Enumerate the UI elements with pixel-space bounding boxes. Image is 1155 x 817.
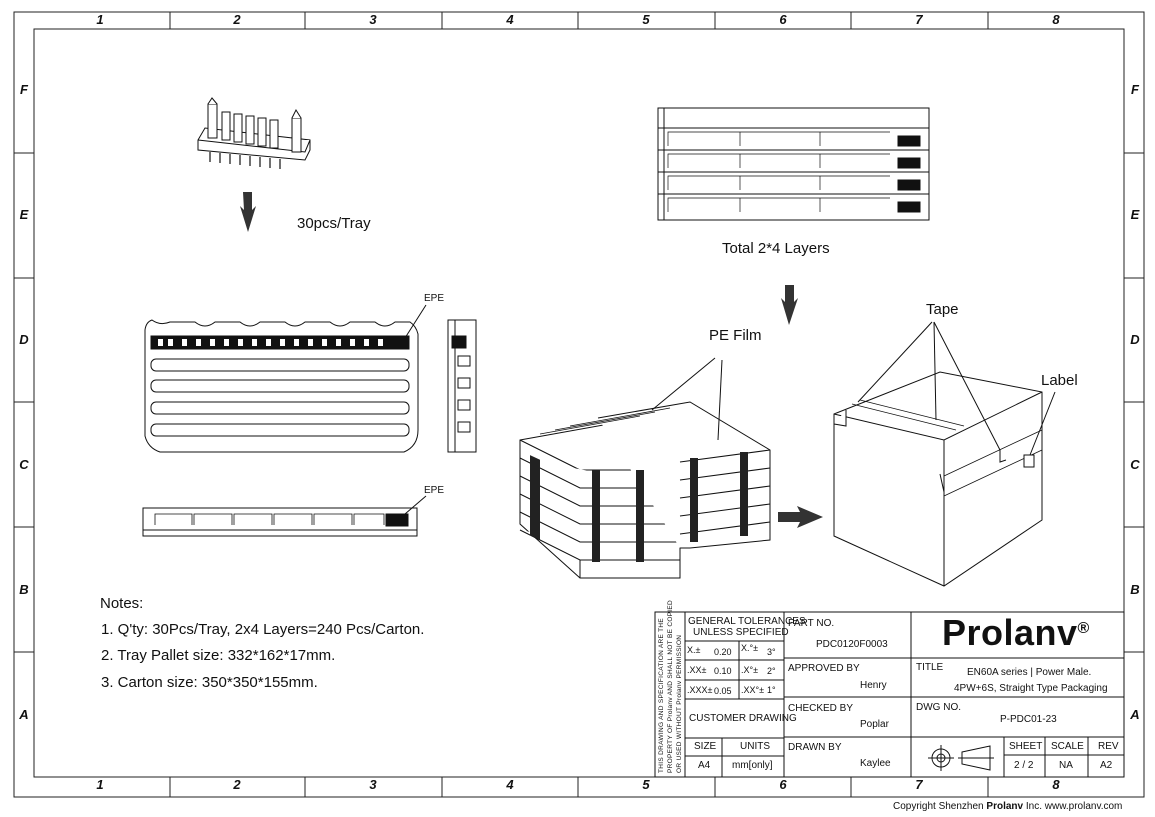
tol-xx-value: 0.10 bbox=[714, 666, 732, 676]
tol-xxx-value: 0.05 bbox=[714, 686, 732, 696]
layers-label: Total 2*4 Layers bbox=[722, 240, 830, 257]
general-tolerances-label: GENERAL TOLERANCES bbox=[688, 616, 806, 627]
grid-col-7: 7 bbox=[915, 12, 923, 27]
approved-by-label: APPROVED BY bbox=[788, 663, 860, 674]
grid-row-c-right: C bbox=[1130, 457, 1140, 472]
layered-trays-view bbox=[657, 107, 930, 221]
ownership-text-3: OR USED WITHOUT Prolanv PERMISSION bbox=[676, 634, 683, 773]
grid-col-4-bottom: 4 bbox=[506, 777, 514, 792]
tol-xxx-label: .XXX± bbox=[687, 685, 713, 695]
title-label: TITLE bbox=[916, 662, 944, 673]
tray-top-view bbox=[144, 304, 427, 453]
sheet-value: 2 / 2 bbox=[1014, 760, 1034, 771]
units-value: mm[only] bbox=[732, 760, 773, 771]
label-label: Label bbox=[1041, 372, 1078, 389]
ang-xxx-value: 1° bbox=[767, 685, 776, 695]
title-block bbox=[654, 611, 1125, 778]
copyright-notice: Copyright Shenzhen Prolanv Inc. www.prol… bbox=[893, 801, 1123, 812]
grid-row-e: E bbox=[19, 207, 29, 222]
tray-side-view bbox=[447, 319, 477, 453]
grid-col-3: 3 bbox=[369, 12, 377, 27]
grid-col-5-bottom: 5 bbox=[642, 777, 650, 792]
units-label: UNITS bbox=[740, 741, 770, 752]
scale-label: SCALE bbox=[1051, 741, 1084, 752]
title-line-1: EN60A series | Power Male. bbox=[967, 667, 1092, 678]
grid-row-d-right: D bbox=[1130, 332, 1140, 347]
down-arrow-icon bbox=[781, 285, 798, 325]
ang-xx-value: 2° bbox=[767, 666, 776, 676]
grid-row-f: F bbox=[20, 82, 28, 97]
grid-col-8: 8 bbox=[1052, 12, 1060, 27]
part-no-value: PDC0120F0003 bbox=[816, 639, 888, 650]
checked-by-value: Poplar bbox=[860, 719, 889, 730]
rev-value: A2 bbox=[1100, 760, 1113, 771]
grid-row-a: A bbox=[19, 707, 29, 722]
rev-label: REV bbox=[1098, 741, 1119, 752]
scale-value: NA bbox=[1059, 760, 1073, 771]
tray-count-label: 30pcs/Tray bbox=[297, 215, 371, 232]
checked-by-label: CHECKED BY bbox=[788, 703, 854, 714]
grid-col-2-bottom: 2 bbox=[233, 777, 241, 792]
size-label: SIZE bbox=[694, 741, 717, 752]
drawn-by-value: Kaylee bbox=[860, 758, 891, 769]
dwg-no-value: P-PDC01-23 bbox=[1000, 714, 1057, 725]
size-value: A4 bbox=[698, 760, 711, 771]
epe-label-bottom: EPE bbox=[424, 485, 445, 496]
connector-illustration bbox=[197, 97, 311, 169]
pe-film-label: PE Film bbox=[709, 327, 762, 344]
grid-col-1-bottom: 1 bbox=[96, 777, 104, 792]
grid-row-a-right: A bbox=[1130, 707, 1140, 722]
note-item-3: 3. Carton size: 350*350*155mm. bbox=[101, 674, 318, 691]
tray-front-view bbox=[142, 495, 427, 537]
brand-logo: Prolanv® bbox=[942, 612, 1090, 653]
down-arrow-icon bbox=[240, 192, 256, 232]
right-arrow-icon bbox=[778, 506, 823, 528]
grid-col-4: 4 bbox=[506, 12, 514, 27]
grid-row-b-right: B bbox=[1130, 582, 1140, 597]
ang-x-label: X.°± bbox=[741, 643, 759, 653]
grid-col-3-bottom: 3 bbox=[369, 777, 377, 792]
ownership-text-2: PROPERTY OF Prolanv AND SHALL NOT BE COP… bbox=[667, 599, 674, 773]
notes-heading: Notes: bbox=[100, 595, 144, 612]
grid-row-d: D bbox=[19, 332, 29, 347]
grid-col-1: 1 bbox=[96, 12, 104, 27]
grid-col-6-bottom: 6 bbox=[779, 777, 787, 792]
grid-col-6: 6 bbox=[779, 12, 787, 27]
grid-row-f-right: F bbox=[1131, 82, 1139, 97]
epe-label-top: EPE bbox=[424, 293, 445, 304]
drawn-by-label: DRAWN BY bbox=[788, 742, 842, 753]
part-no-label: PART NO. bbox=[788, 618, 835, 629]
tol-xx-label: .XX± bbox=[687, 665, 707, 675]
ang-xx-label: .X°± bbox=[741, 665, 759, 675]
grid-col-5: 5 bbox=[642, 12, 650, 27]
grid-col-7-bottom: 7 bbox=[915, 777, 923, 792]
ownership-text-1: THIS DRAWING AND SPECIFICATION ARE THE bbox=[658, 617, 665, 773]
ang-x-value: 3° bbox=[767, 647, 776, 657]
grid-row-e-right: E bbox=[1130, 207, 1140, 222]
sheet-label: SHEET bbox=[1009, 741, 1043, 752]
unless-specified-label: UNLESS SPECIFIED bbox=[693, 627, 789, 638]
tol-x-value: 0.20 bbox=[714, 647, 732, 657]
grid-row-b: B bbox=[19, 582, 29, 597]
carton-box-illustration bbox=[833, 321, 1056, 587]
wrapped-stack-illustration bbox=[519, 357, 771, 579]
note-item-1: 1. Q'ty: 30Pcs/Tray, 2x4 Layers=240 Pcs/… bbox=[101, 621, 425, 638]
grid-col-2: 2 bbox=[233, 12, 241, 27]
title-line-2: 4PW+6S, Straight Type Packaging bbox=[954, 683, 1108, 694]
dwg-no-label: DWG NO. bbox=[916, 702, 961, 713]
note-item-2: 2. Tray Pallet size: 332*162*17mm. bbox=[101, 647, 336, 664]
grid-col-8-bottom: 8 bbox=[1052, 777, 1060, 792]
customer-drawing-label: CUSTOMER DRAWING bbox=[689, 713, 797, 724]
tol-x-label: X.± bbox=[687, 645, 701, 655]
grid-row-c: C bbox=[19, 457, 29, 472]
approved-by-value: Henry bbox=[860, 680, 887, 691]
tape-label: Tape bbox=[926, 301, 959, 318]
ang-xxx-label: .XX°± bbox=[741, 685, 765, 695]
